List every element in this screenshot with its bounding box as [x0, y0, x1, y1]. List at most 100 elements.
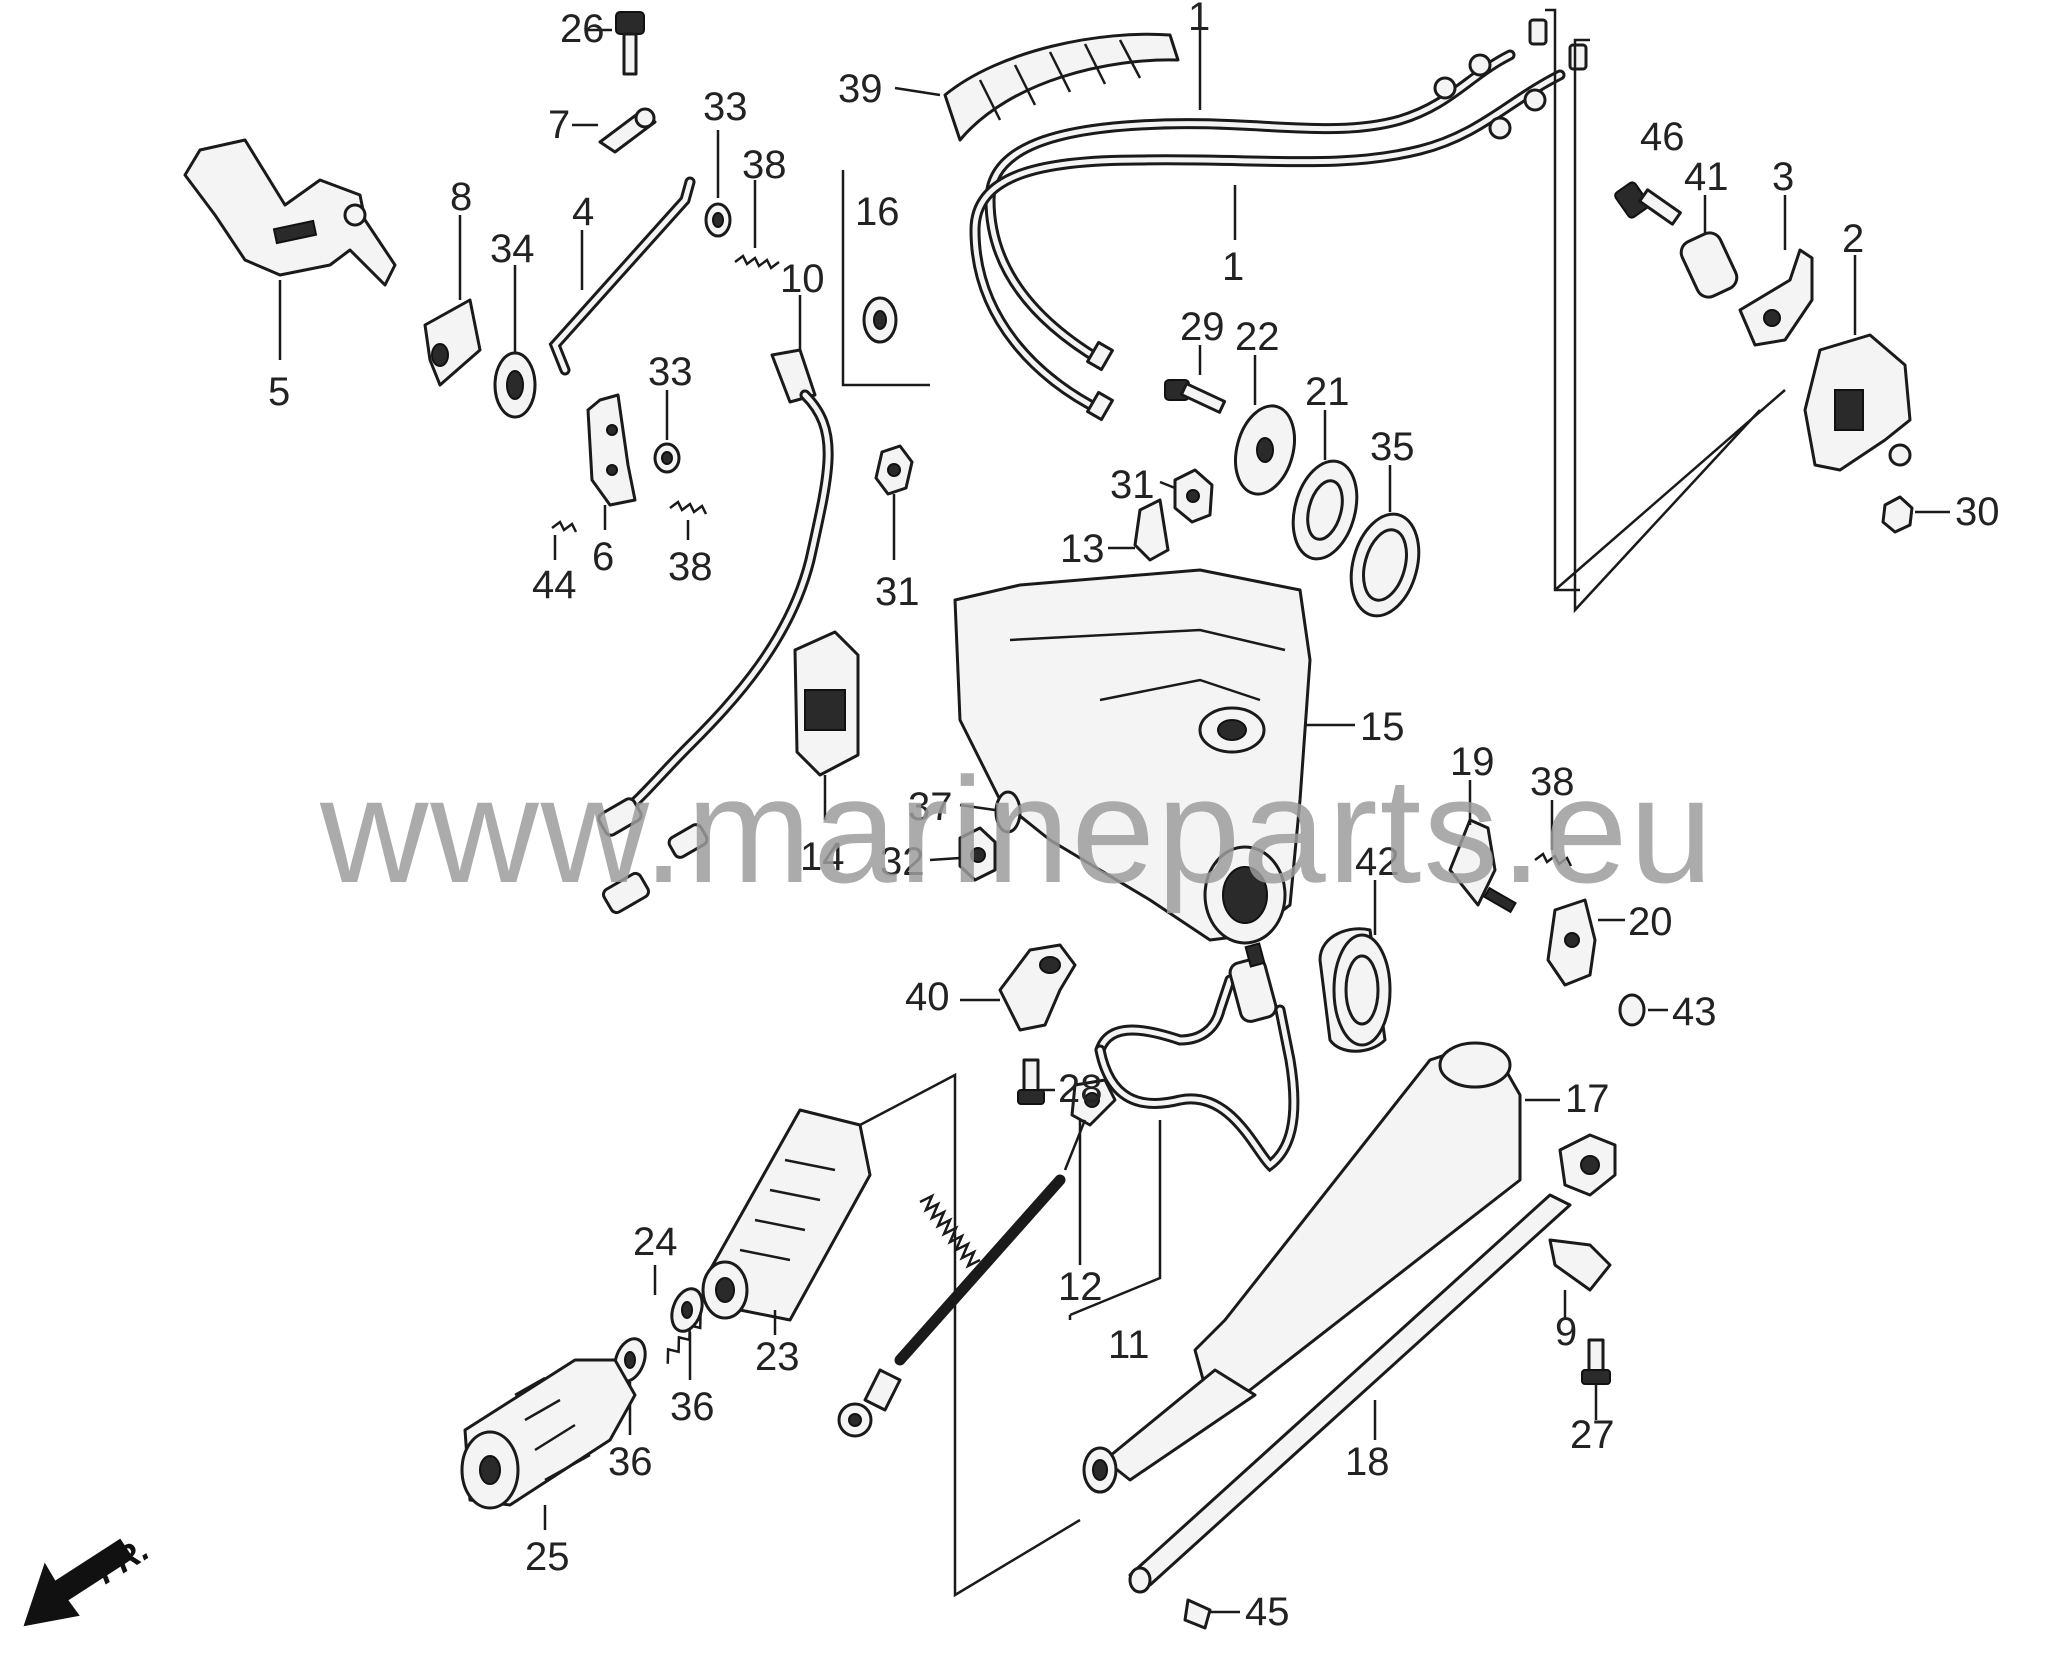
callout-38: 38 [668, 545, 713, 589]
part-13-clip [1108, 498, 1170, 562]
part-31-nut-left [874, 444, 914, 560]
callout-40: 40 [905, 975, 950, 1019]
callout-labels: 26 7 33 38 39 1 1 46 41 3 2 8 34 4 10 16… [268, 0, 2000, 1634]
callout-32: 32 [880, 840, 925, 884]
part-7-pin [572, 107, 657, 154]
part-28-bolt [1017, 1058, 1055, 1105]
part-40-clamp [960, 943, 1077, 1032]
callout-1: 1 [1188, 0, 1210, 39]
callout-37: 37 [908, 785, 953, 829]
callout-31: 31 [875, 570, 920, 614]
callout-34: 34 [490, 227, 535, 271]
callout-22: 22 [1235, 315, 1280, 359]
callout-39: 39 [838, 67, 883, 111]
callout-27: 27 [1570, 1413, 1615, 1457]
callout-45: 45 [1245, 1590, 1290, 1634]
callout-18: 18 [1345, 1440, 1390, 1484]
part-21-bushing [1291, 410, 1359, 561]
callout-36: 36 [670, 1385, 715, 1429]
part-36-washer-right [670, 1287, 704, 1380]
callout-11: 11 [1108, 1323, 1150, 1367]
part-46-bolt [1614, 181, 1682, 226]
callout-6: 6 [592, 535, 614, 579]
part-42-bushing [1318, 880, 1392, 1053]
part-9-clip [1548, 1238, 1612, 1320]
part-2-bracket [1803, 255, 1912, 472]
part-22-disc [1234, 355, 1296, 496]
part-15-handle-housing [953, 568, 1355, 945]
part-45-pin [1183, 1598, 1240, 1630]
callout-35: 35 [1370, 425, 1415, 469]
callout-33: 33 [648, 350, 693, 394]
callout-46: 46 [1640, 115, 1685, 159]
front-direction-indicator: FR. [23, 1530, 156, 1627]
part-31-nut-right [1159, 468, 1214, 524]
front-direction-label: FR. [89, 1530, 156, 1591]
part-41-collar [1679, 195, 1739, 299]
callout-15: 15 [1360, 705, 1405, 749]
part-17-handle-tube [1082, 1041, 1560, 1494]
callout-4: 4 [572, 190, 594, 234]
part-38-spring-right [1534, 800, 1573, 867]
part-10-throttle-cable [597, 295, 834, 915]
part-8-clamp [423, 215, 482, 387]
callout-29: 29 [1180, 305, 1225, 349]
front-arrow-icon [23, 1538, 134, 1627]
callout-1: 1 [1222, 245, 1244, 289]
callout-26: 26 [560, 7, 605, 51]
part-23-grip-core [701, 1072, 1081, 1598]
part-29-bolt [1164, 345, 1227, 414]
part-33-nut-top [704, 130, 732, 238]
part-35-seal [1349, 465, 1421, 618]
callout-38: 38 [742, 143, 787, 187]
part-38-spring-top [734, 180, 780, 270]
callout-21: 21 [1305, 370, 1350, 414]
part-44-pin [551, 520, 578, 560]
callout-33: 33 [703, 85, 748, 129]
part-18-shaft [1128, 1133, 1617, 1594]
part-34-grommet [493, 265, 537, 419]
part-3-lever [1738, 195, 1814, 347]
part-39-protector-tube [894, 32, 1180, 142]
watermark: www.marineparts.eu [319, 746, 1715, 914]
callout-17: 17 [1565, 1077, 1610, 1121]
part-27-bolt [1581, 1338, 1611, 1420]
part-33-nut-mid [653, 390, 681, 474]
callout-43: 43 [1672, 990, 1717, 1034]
callout-10: 10 [780, 257, 825, 301]
part-16-nut [841, 170, 930, 387]
callout-38: 38 [1530, 760, 1575, 804]
callout-30: 30 [1955, 490, 2000, 534]
part-37-washer [959, 790, 1022, 834]
callout-7: 7 [548, 103, 570, 147]
callout-28: 28 [1058, 1067, 1103, 1111]
part-19-plate [1448, 780, 1517, 914]
callout-24: 24 [633, 1220, 678, 1264]
callout-2: 2 [1842, 217, 1864, 261]
callout-23: 23 [755, 1335, 800, 1379]
callout-42: 42 [1355, 840, 1400, 884]
part-38-spring-mid [669, 500, 708, 540]
part-43-nut [1618, 993, 1668, 1027]
part-12-throttle-wire [837, 1078, 1117, 1438]
part-1-cables [969, 8, 1786, 614]
part-24-spring [653, 1265, 702, 1364]
callout-13: 13 [1060, 527, 1105, 571]
part-30-nut [1881, 495, 1950, 534]
callout-41: 41 [1684, 155, 1729, 199]
callout-44: 44 [532, 563, 577, 607]
callout-16: 16 [855, 190, 900, 234]
part-5-lever-bracket [183, 138, 397, 360]
callout-8: 8 [450, 175, 472, 219]
part-20-clip [1546, 898, 1625, 987]
part-4-link-rod [548, 176, 696, 376]
part-14-connector [793, 630, 860, 820]
part-11-wiring-harness [1068, 942, 1300, 1320]
callout-31: 31 [1110, 463, 1155, 507]
callout-3: 3 [1772, 155, 1794, 199]
callout-20: 20 [1628, 900, 1673, 944]
part-32-nut [929, 826, 997, 882]
callout-12: 12 [1058, 1265, 1103, 1309]
callout-5: 5 [268, 370, 290, 414]
